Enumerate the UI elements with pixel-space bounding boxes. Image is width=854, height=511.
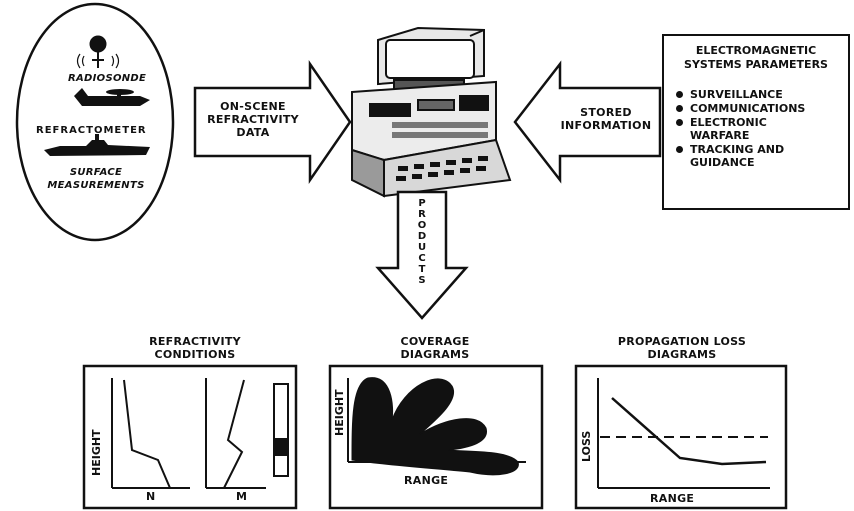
refractivity-y-label: HEIGHT xyxy=(90,429,103,476)
products-letter: T xyxy=(418,264,426,275)
refractivity-title: REFRACTIVITY CONDITIONS xyxy=(100,335,290,361)
on-scene-label-line2: REFRACTIVITY xyxy=(207,113,299,126)
products-letter: P xyxy=(418,198,426,209)
propagation-title: PROPAGATION LOSS DIAGRAMS xyxy=(584,335,780,361)
radiosonde-label: RADIOSONDE xyxy=(68,73,147,84)
refractivity-x-label-m: M xyxy=(236,490,248,503)
coverage-y-label: HEIGHT xyxy=(333,389,346,436)
ship-icon xyxy=(44,134,150,156)
aircraft-icon xyxy=(74,88,150,106)
on-scene-arrow-label: ON-SCENE REFRACTIVITY DATA xyxy=(196,100,310,139)
parameters-box: ELECTROMAGNETIC SYSTEMS PARAMETERS SURVE… xyxy=(662,34,850,210)
parameter-item-text: SURVEILLANCE xyxy=(690,88,783,101)
propagation-chart xyxy=(597,378,770,489)
surface-label: SURFACE MEASUREMENTS xyxy=(26,166,166,192)
refractivity-title-line2: CONDITIONS xyxy=(154,348,236,361)
on-scene-label-line3: DATA xyxy=(236,126,270,139)
products-arrow xyxy=(375,190,469,320)
sensor-ellipse xyxy=(15,2,175,242)
surface-label-line2: MEASUREMENTS xyxy=(47,180,145,191)
refractivity-m-chart xyxy=(205,378,266,489)
surface-label-line1: SURFACE xyxy=(69,167,123,178)
stored-arrow-label: STORED INFORMATION xyxy=(552,106,660,132)
parameters-title-line2: SYSTEMS PARAMETERS xyxy=(684,58,828,71)
parameter-item-text: WARFARE xyxy=(690,129,750,142)
propagation-x-label: RANGE xyxy=(650,492,695,505)
products-letter: O xyxy=(417,220,427,231)
propagation-title-line2: DIAGRAMS xyxy=(647,348,717,361)
radiosonde-icon xyxy=(76,35,120,69)
products-letter: R xyxy=(418,209,426,220)
products-letter: D xyxy=(417,231,427,242)
propagation-y-label: LOSS xyxy=(580,430,593,462)
coverage-chart xyxy=(347,377,526,476)
parameter-item: COMMUNICATIONS xyxy=(674,102,805,115)
coverage-title-line2: DIAGRAMS xyxy=(400,348,470,361)
refractivity-n-chart xyxy=(111,378,190,489)
coverage-title: COVERAGE DIAGRAMS xyxy=(340,335,530,361)
parameter-item: SURVEILLANCE xyxy=(674,88,805,101)
refractometer-label: REFRACTOMETER xyxy=(36,125,147,136)
stored-label-line1: STORED xyxy=(580,106,632,119)
coverage-x-label: RANGE xyxy=(404,474,449,487)
on-scene-label-line1: ON-SCENE xyxy=(220,100,286,113)
refractivity-title-line1: REFRACTIVITY xyxy=(149,335,241,348)
parameter-item-text: TRACKING AND xyxy=(690,143,785,156)
refractivity-bar xyxy=(273,383,289,477)
stored-label-line2: INFORMATION xyxy=(560,119,652,132)
products-arrow-label: P R O D U C T S xyxy=(415,198,429,286)
products-letter: U xyxy=(417,242,427,253)
refractivity-panel xyxy=(82,364,298,510)
propagation-title-line1: PROPAGATION LOSS xyxy=(617,335,747,348)
parameter-item-text: COMMUNICATIONS xyxy=(690,102,806,115)
stored-information-arrow xyxy=(513,60,662,184)
parameter-item-text: GUIDANCE xyxy=(690,156,755,169)
computer-console-icon xyxy=(351,26,512,198)
parameters-title: ELECTROMAGNETIC SYSTEMS PARAMETERS xyxy=(664,44,848,72)
products-letter: S xyxy=(418,275,426,286)
refractivity-x-label-n: N xyxy=(146,490,156,503)
parameters-title-line1: ELECTROMAGNETIC xyxy=(695,44,817,57)
on-scene-arrow xyxy=(193,59,352,185)
products-letter: C xyxy=(418,253,426,264)
parameter-item-text: ELECTRONIC xyxy=(690,116,767,129)
coverage-title-line1: COVERAGE xyxy=(400,335,470,348)
